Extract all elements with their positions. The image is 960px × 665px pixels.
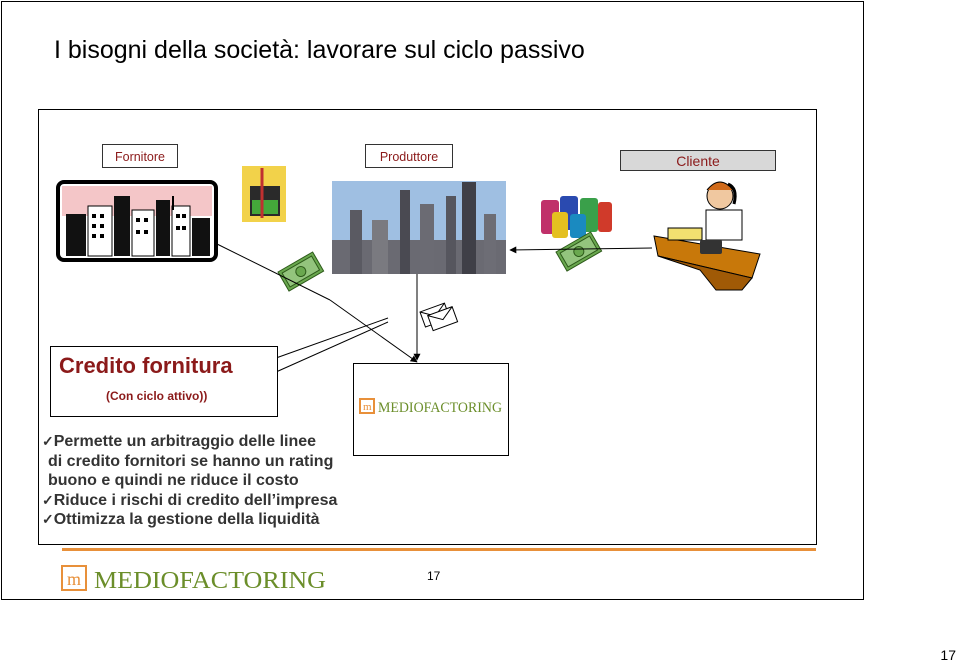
list-item: di credito fornitori se hanno un rating — [48, 452, 334, 470]
list-item: ✓Ottimizza la gestione della liquidità — [42, 511, 320, 528]
document-page-number: 17 — [940, 647, 956, 663]
credito-fornitura-title: Credito fornitura — [59, 353, 233, 378]
cliente-label: Cliente — [620, 150, 776, 171]
refinery-image — [332, 181, 506, 274]
checkmark-icon: ✓ — [42, 511, 54, 527]
checkmark-icon: ✓ — [42, 491, 54, 508]
fornitore-label: Fornitore — [102, 144, 178, 168]
money-icon — [555, 231, 603, 272]
credito-fornitura-subtitle: (Con ciclo attivo)) — [106, 389, 208, 403]
arrow-to-mediofactoring — [329, 299, 418, 363]
envelopes-icon — [419, 302, 459, 332]
footer-mediofactoring-logo: m MEDIOFACTORING — [61, 565, 326, 594]
list-item: ✓Riduce i rischi di credito dell’impresa — [42, 491, 338, 509]
mediofactoring-logo-mark: m — [363, 401, 372, 413]
callout-line-lower — [275, 321, 389, 373]
mediofactoring-box: m MEDIOFACTORING — [353, 363, 509, 456]
mediofactoring-logo-text: MEDIOFACTORING — [378, 400, 502, 416]
checkmark-icon: ✓ — [42, 433, 54, 449]
arrow-cliente-to-produttore — [509, 246, 653, 254]
diagram-frame — [38, 109, 817, 545]
arrow-fornitore-to-money — [214, 242, 331, 301]
list-item: buono e quindi ne riduce il costo — [48, 472, 299, 489]
city-skyline-icon — [56, 180, 218, 262]
slide-page-number: 17 — [427, 569, 441, 583]
customer-on-phone-icon — [653, 181, 761, 291]
mediofactoring-logo: m MEDIOFACTORING — [359, 398, 502, 416]
slide-title: I bisogni della società: lavorare sul ci… — [54, 36, 585, 64]
slide: I bisogni della società: lavorare sul ci… — [1, 1, 864, 600]
benefits-list: ✓Permette un arbitraggio delle linee di … — [42, 432, 337, 530]
credito-fornitura-box: Credito fornitura (Con ciclo attivo)) — [50, 346, 278, 417]
footer-logo-text: MEDIOFACTORING — [94, 568, 326, 594]
list-item: ✓Permette un arbitraggio delle linee — [42, 433, 317, 450]
produttore-label: Produttore — [365, 144, 453, 168]
money-icon — [277, 251, 325, 292]
test-tubes-icon — [242, 166, 286, 222]
paint-cans-icon — [541, 196, 612, 238]
footer-rule — [62, 548, 816, 551]
footer-logo-mark: m — [67, 569, 81, 589]
callout-line-upper — [275, 317, 389, 359]
